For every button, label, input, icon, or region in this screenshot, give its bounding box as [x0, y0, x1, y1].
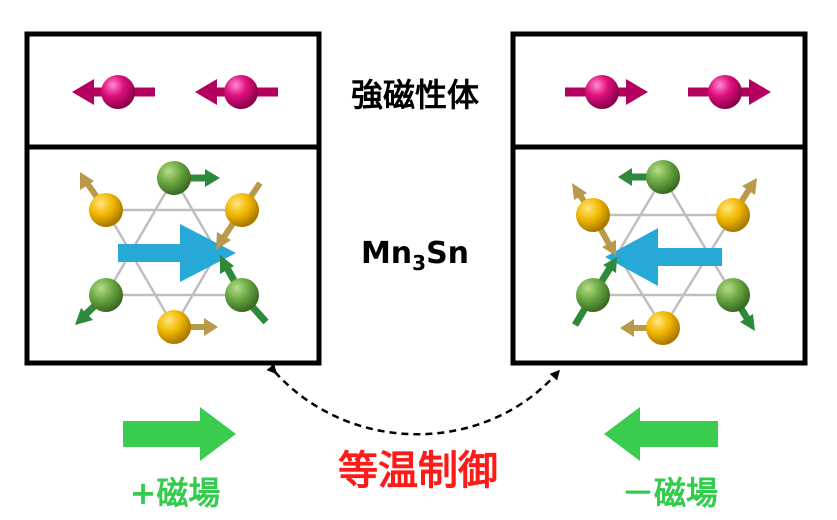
left-mn-atom-lower-right: [225, 278, 259, 312]
right-mn-atom-top: [646, 160, 680, 194]
left-sn-atom-bottom: [157, 310, 191, 344]
mn3sn-subscript: 3: [412, 251, 427, 275]
right-sn-atom-left: [576, 198, 610, 232]
plus-field-arrow: [123, 407, 236, 461]
right-sn-atom-bottom: [646, 311, 680, 345]
ferromagnet-label: 強磁性体: [350, 76, 479, 114]
switching-curved-double-arrow: [266, 363, 560, 436]
right-mn-atom-lower-right: [716, 278, 750, 312]
right-net-moment-arrow: [605, 228, 722, 286]
left-ferro-spin-1: [72, 75, 155, 109]
left-net-moment-arrow: [118, 224, 236, 282]
left-mn-atom-lower-left: [89, 278, 123, 312]
right-mn3sn-frame: [510, 144, 808, 366]
left-mn3sn-frame: [24, 144, 322, 366]
right-sn-atom-right: [716, 198, 750, 232]
mn3sn-label: Mn3Sn: [340, 236, 490, 275]
right-panel: [510, 31, 808, 366]
left-ferro-spin-2: [195, 75, 278, 109]
left-panel: [24, 31, 322, 366]
left-sn-atom-left: [89, 193, 123, 227]
right-ferro-spin-2: [688, 75, 771, 109]
left-sn-atom-right: [225, 193, 259, 227]
right-ferro-spin-1: [565, 75, 648, 109]
minus-field-label: －磁場: [621, 474, 718, 512]
left-mn-atom-top: [157, 161, 191, 195]
plus-field-label: +磁場: [129, 474, 221, 512]
minus-field-arrow: [604, 407, 718, 461]
isothermal-control-label: 等温制御: [338, 448, 498, 494]
right-mn-atom-lower-left: [576, 278, 610, 312]
mn3sn-base: Mn: [360, 236, 413, 271]
mn3sn-tail: Sn: [426, 236, 470, 271]
